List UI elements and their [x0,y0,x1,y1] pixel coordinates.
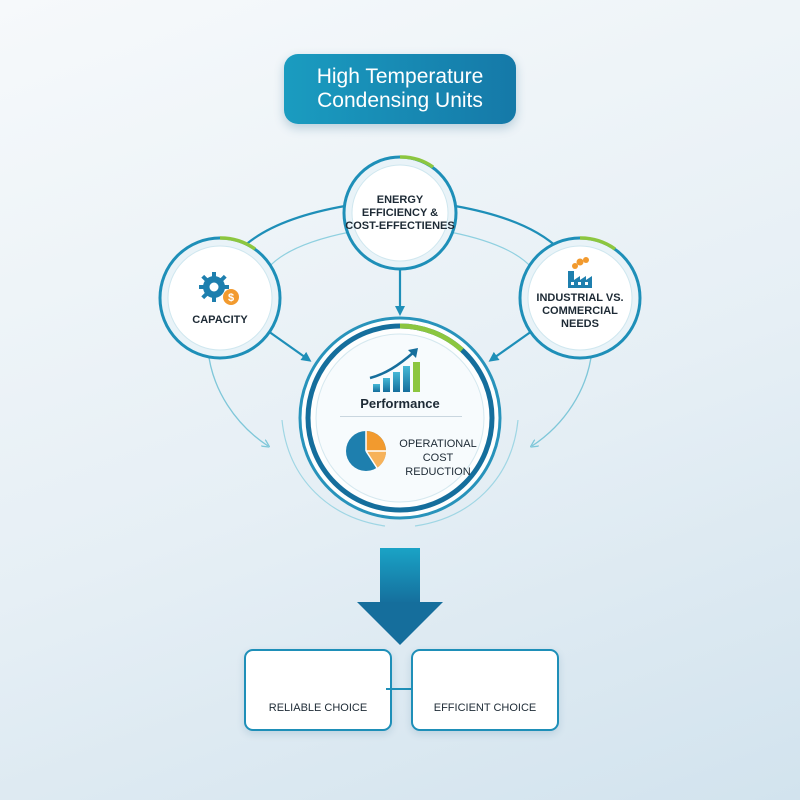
industrial-label-line-3: Needs [561,318,599,330]
curve-bottom-right [414,419,519,527]
curve-left-down [207,349,268,446]
gear-dollar-icon: $ [199,272,239,305]
reliable-choice-label: Reliable Choice [268,702,368,714]
operational-cost-line-2: Reduction [405,466,471,478]
arrow-industrial-to-performance [488,330,533,362]
arc-energy-to-capacity [239,204,346,251]
energy-node [342,155,458,271]
arc-energy-to-industrial [454,204,561,251]
title-line-1: High Temperature [316,65,484,88]
operational-cost-label: Operational Cost Reduction [388,437,488,479]
arrow-capacity-to-performance [267,330,312,362]
big-down-arrow [357,548,443,645]
performance-divider [340,416,462,417]
choice-connector [386,688,412,690]
industrial-label: Industrial vs. Commercial Needs [525,292,635,331]
operational-cost-line-1: Operational Cost [399,438,477,464]
industrial-label-line-1: Industrial vs. [536,292,624,304]
arc-inner-right [449,231,533,269]
energy-label-line-1: Energy [376,194,424,206]
title-line-2: Condensing Units [317,89,483,112]
curve-bottom-left [281,419,386,527]
title-banner: High Temperature Condensing Units [284,54,516,124]
energy-label-line-2: Efficiency & [361,207,439,219]
performance-node [298,316,502,520]
efficient-choice-card: Efficient Choice [411,649,559,731]
growth-chart-icon [369,348,420,392]
pie-chart-icon [346,431,387,471]
energy-label: Energy Efficiency & Cost-Effectienes [340,194,460,233]
industrial-node [518,236,642,360]
arc-inner-left [267,231,351,269]
capacity-label-text: Capacity [192,314,248,326]
factory-icon [568,257,592,288]
capacity-label: Capacity [170,314,270,327]
svg-text:$: $ [228,292,234,304]
efficient-choice-label: Efficient Choice [433,702,537,714]
energy-label-line-3: Cost-Effectienes [345,220,455,232]
capacity-node [158,236,282,360]
reliable-choice-card: Reliable Choice [244,649,392,731]
performance-label: Performance [360,396,440,411]
curve-right-down [532,349,593,446]
industrial-label-line-2: Commercial [542,305,618,317]
